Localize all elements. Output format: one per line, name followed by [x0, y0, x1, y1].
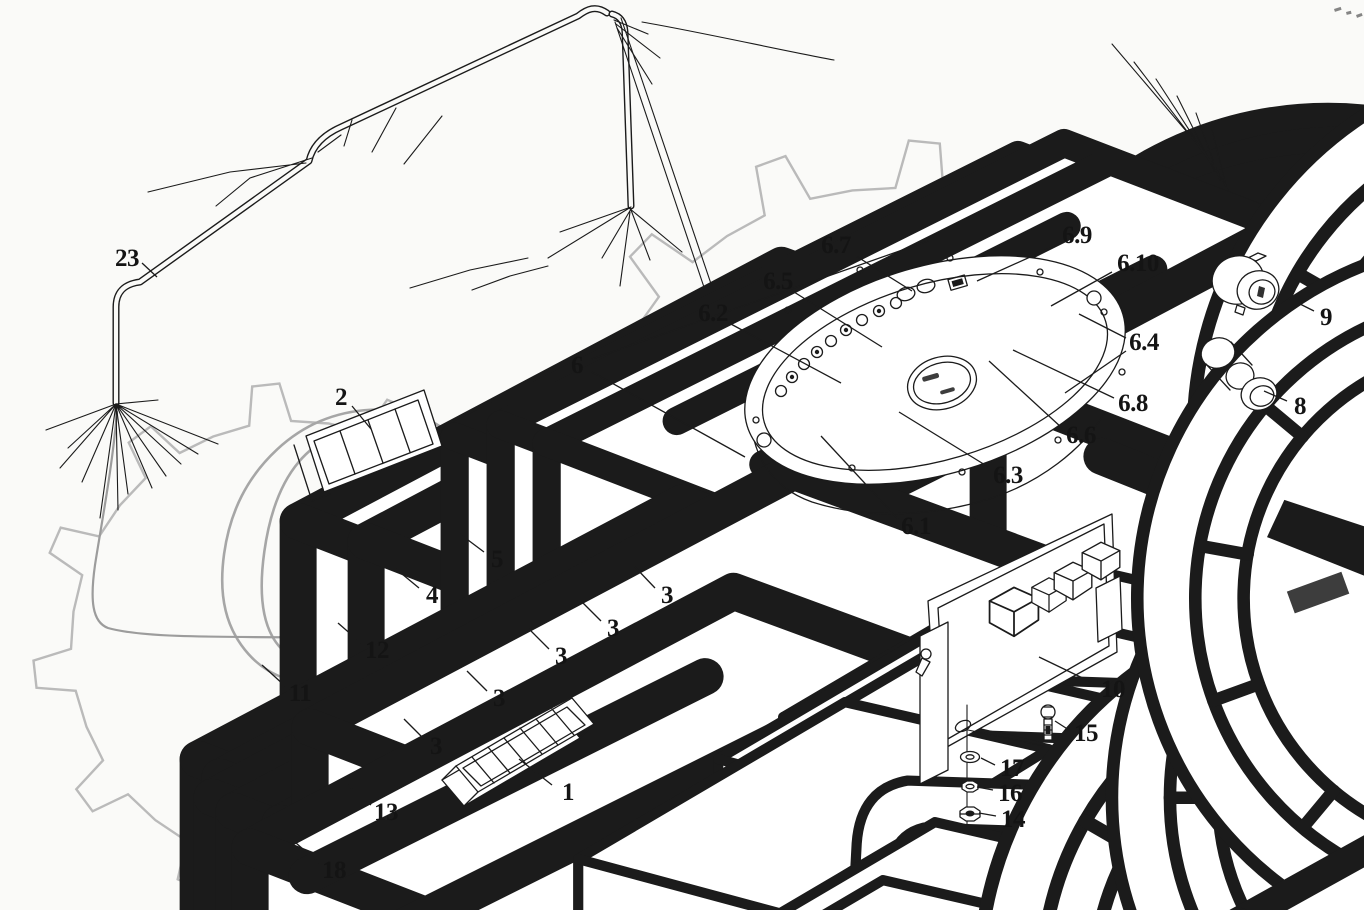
relay-block	[1095, 575, 1123, 643]
leader-6-9	[976, 243, 1060, 282]
leader-12	[337, 622, 362, 644]
leader-6-7	[855, 255, 913, 292]
callout-10: 10	[1101, 676, 1126, 703]
leader-3a	[634, 566, 656, 589]
switch-bezel-1	[441, 697, 595, 807]
callout-6-10: 6.10	[1117, 250, 1159, 277]
flange-nut-14	[959, 806, 981, 822]
leader-23	[141, 262, 158, 278]
mount-hole	[954, 719, 972, 733]
callout-5: 5	[491, 546, 504, 573]
nut-16	[961, 780, 979, 793]
callout-3e: 3	[430, 733, 443, 760]
leader-18	[295, 842, 320, 864]
ignition-switch-9	[1211, 252, 1280, 316]
leader-14	[978, 812, 997, 817]
callout-2: 2	[335, 384, 348, 411]
leader-2	[351, 405, 372, 430]
leader-6	[591, 240, 929, 360]
wire-fan	[45, 399, 1364, 910]
leader-3b	[580, 600, 602, 622]
cluster-skirt	[750, 399, 1105, 515]
callout-3d: 3	[493, 685, 506, 712]
callout-6-8: 6.8	[1118, 390, 1148, 417]
leader-4	[395, 568, 420, 589]
callout-16: 16	[998, 780, 1023, 807]
callout-6-5: 6.5	[763, 268, 793, 295]
leader-3d	[466, 670, 488, 692]
leader-11	[261, 664, 286, 687]
callout-18: 18	[322, 857, 347, 884]
leader-6-4	[1078, 313, 1127, 339]
callout-11: 11	[288, 680, 312, 707]
warning-indicator	[947, 274, 968, 291]
leader-9	[1289, 298, 1315, 312]
leader-6-8	[1012, 349, 1115, 399]
callout-12: 12	[365, 637, 390, 664]
wiring-harness	[45, 5, 1364, 910]
leader-6-3	[898, 411, 991, 469]
callout-8: 8	[1294, 393, 1307, 420]
leader-16	[976, 786, 994, 791]
callout-3a: 3	[661, 582, 674, 609]
leader-6	[591, 371, 746, 458]
callout-6-9: 6.9	[1062, 222, 1092, 249]
leader-17	[980, 757, 996, 766]
leader-13	[347, 784, 372, 806]
lcd-window	[906, 355, 978, 411]
callout-4: 4	[426, 582, 439, 609]
callout-1: 1	[562, 779, 575, 806]
callout-3c: 3	[555, 643, 568, 670]
leader-6-2	[728, 322, 842, 384]
callout-15: 15	[1074, 720, 1099, 747]
bolt-15	[1040, 704, 1056, 741]
callout-6-2: 6.2	[698, 300, 728, 327]
callout-23: 23	[115, 245, 140, 272]
fuse-box-10	[915, 513, 1364, 910]
leader-6-10	[1050, 271, 1113, 307]
leader-8	[1263, 390, 1288, 402]
indicator-lights	[774, 274, 968, 398]
callout-6-4: 6.4	[1129, 329, 1159, 356]
callout-13: 13	[374, 799, 399, 826]
callout-9: 9	[1320, 304, 1333, 331]
leader-6-6	[988, 360, 1063, 429]
leader-1	[518, 758, 553, 786]
switch-bezel-2	[293, 389, 443, 502]
callout-6-3: 6.3	[993, 462, 1023, 489]
mounting-holes	[752, 254, 1126, 476]
toggle-key	[915, 648, 932, 677]
callout-6-1: 6.1	[901, 513, 931, 540]
leader-3e	[403, 718, 425, 740]
leader-6-5	[793, 291, 883, 348]
knob-8	[1200, 337, 1278, 411]
leader-6-1	[820, 435, 899, 520]
callout-6: 6	[571, 352, 584, 379]
instrument-cluster	[744, 0, 1364, 910]
washer-17	[959, 750, 981, 764]
leader-3c	[528, 628, 550, 650]
callout-6-7: 6.7	[821, 232, 851, 259]
callout-14: 14	[1001, 806, 1026, 833]
callout-17: 17	[1000, 755, 1025, 782]
leader-10	[1038, 656, 1096, 685]
corner-marks	[1334, 6, 1363, 18]
leader-6-4	[1064, 350, 1127, 394]
leader-5	[459, 533, 485, 553]
callout-3b: 3	[607, 615, 620, 642]
callout-6-6: 6.6	[1066, 422, 1096, 449]
leader-15	[1054, 720, 1070, 731]
